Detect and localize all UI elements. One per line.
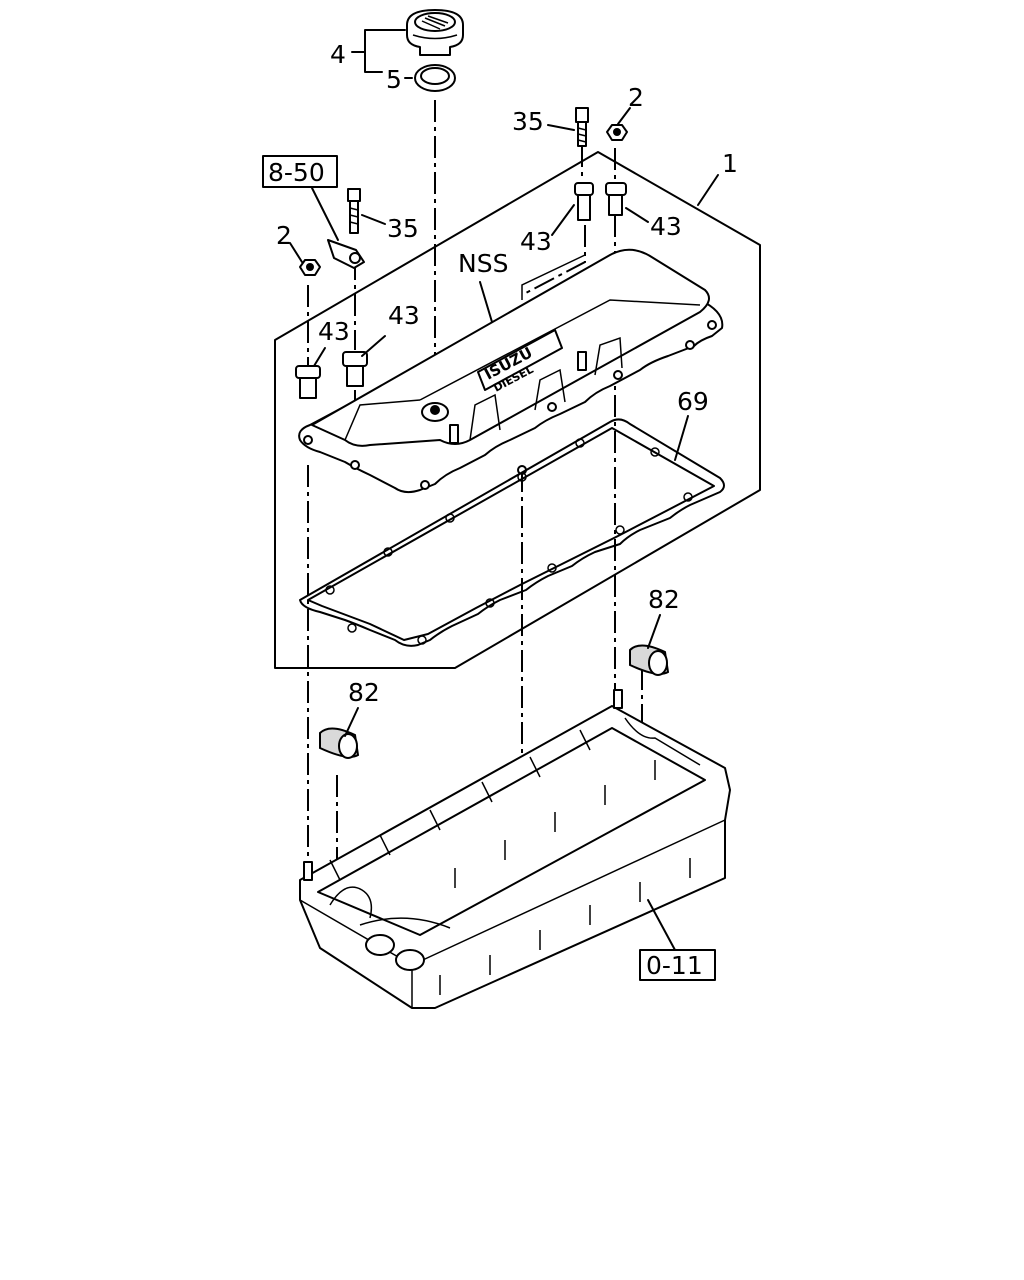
cap-seal [414,64,456,92]
callout-82-left: 82 [348,678,380,707]
bolt-left-icon [347,188,361,234]
grommet-left-b-icon [342,351,368,387]
assembly-frame [274,151,761,669]
callout-43-center: 43 [520,227,552,256]
callout-43-left-a: 43 [318,317,350,346]
callout-1: 1 [722,149,738,178]
callout-nss: NSS [458,249,508,278]
leader-lines [289,107,719,951]
callout-2-left: 2 [276,221,292,250]
grommet-left-a-icon [295,365,321,399]
cover-gasket [299,418,725,647]
nut-top-icon [606,124,628,141]
ref-box-8-50 [262,155,338,188]
callout-5: 5 [386,65,402,94]
grommet-center-icon [574,182,594,221]
plug-right-icon [629,644,670,676]
callout-35-left: 35 [387,214,419,243]
ref-8-50: 8-50 [268,158,325,187]
cylinder-head-cover: ISUZU DIESEL [298,248,724,494]
callout-2-top: 2 [628,83,644,112]
wire-clip-icon [327,239,365,269]
bolt-top-icon [575,107,589,147]
callout-bracket-4-5 [351,29,406,73]
gasket-holes [325,438,693,645]
grommet-right-icon [605,182,627,216]
callout-4: 4 [330,40,346,69]
callout-35-top: 35 [512,107,544,136]
callout-69: 69 [677,387,709,416]
nut-left-icon [299,259,321,276]
ref-0-11: 0-11 [646,951,703,980]
callout-43-left-b: 43 [388,301,420,330]
oil-filler-cap [406,9,464,56]
plug-left-icon [319,727,360,759]
callout-82-right: 82 [648,585,680,614]
ref-box-0-11 [639,949,716,981]
cylinder-head [299,689,731,1009]
callout-43-right: 43 [650,212,682,241]
